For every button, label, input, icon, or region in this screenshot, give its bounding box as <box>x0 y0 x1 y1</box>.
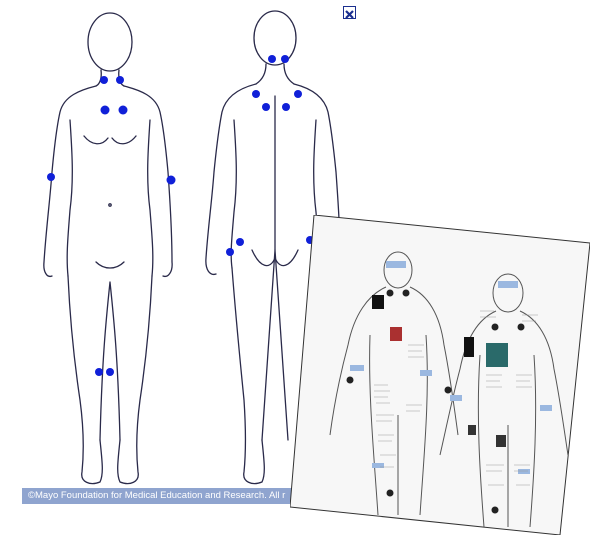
close-x-icon <box>344 9 355 20</box>
tender-points <box>47 55 314 376</box>
front-body-outline <box>44 13 172 484</box>
close-button[interactable] <box>343 6 356 19</box>
annotated-body-photo <box>290 215 590 535</box>
